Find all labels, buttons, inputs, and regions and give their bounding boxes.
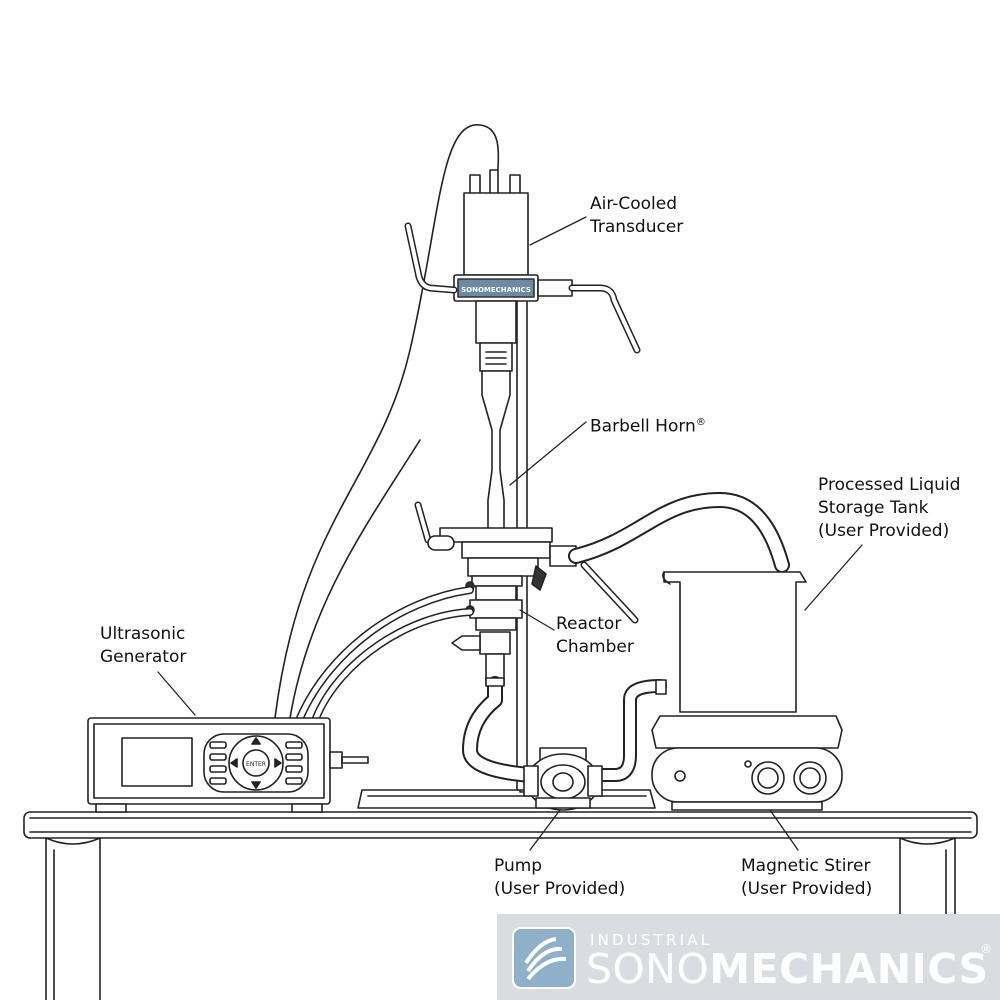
label-line: Magnetic Stirer [741,856,871,876]
hoses [296,492,790,783]
label-line: Air-Cooled [590,194,678,214]
label-line: Processed Liquid [818,475,961,495]
logo-wordmark: SONOMECHANICS [586,945,989,993]
logo-industrial-text: INDUSTRIAL [590,931,713,949]
air-cooled-transducer: SONOMECHANICS [404,169,641,531]
label-line: (User Provided) [741,879,873,899]
logo-mechanics: MECHANICS [709,945,989,993]
generator-cable-2 [289,439,421,719]
logo-registered-mark: ® [980,942,992,956]
label-line: Chamber [556,637,634,657]
label-ultrasonic-generator: Ultrasonic Generator [100,623,186,669]
label-line: Barbell Horn [590,416,696,437]
label-storage-tank: Processed Liquid Storage Tank (User Prov… [818,474,960,543]
leader-lines [157,216,863,851]
label-reactor-chamber: Reactor Chamber [556,613,634,659]
generator-cable [274,124,500,719]
label-magnetic-stirer: Magnetic Stirer (User Provided) [741,855,872,901]
pump [523,747,603,811]
transducer-brand-plate: SONOMECHANICS [461,286,531,294]
ultrasonic-generator: ENTER [87,717,369,813]
label-barbell-horn: Barbell Horn® [590,411,706,439]
label-pump: Pump (User Provided) [494,855,625,901]
logo-sono: SONO [586,945,710,993]
magnetic-stirer [651,715,843,811]
label-line: Storage Tank [818,498,929,518]
label-air-cooled-transducer: Air-Cooled Transducer [590,193,683,239]
label-line: Pump [494,856,543,876]
label-line: Ultrasonic [100,624,186,644]
label-line: Generator [100,647,187,667]
sonomechanics-logo-icon [512,927,576,989]
label-line: Transducer [590,217,684,237]
registered-mark: ® [695,417,706,428]
label-line: (User Provided) [818,521,950,541]
reactor-chamber [414,501,639,685]
storage-tank [662,571,807,713]
logo-watermark [497,914,1000,1000]
label-line: Reactor [556,614,622,634]
enter-button-label: ENTER [246,761,266,768]
label-line: (User Provided) [494,879,626,899]
